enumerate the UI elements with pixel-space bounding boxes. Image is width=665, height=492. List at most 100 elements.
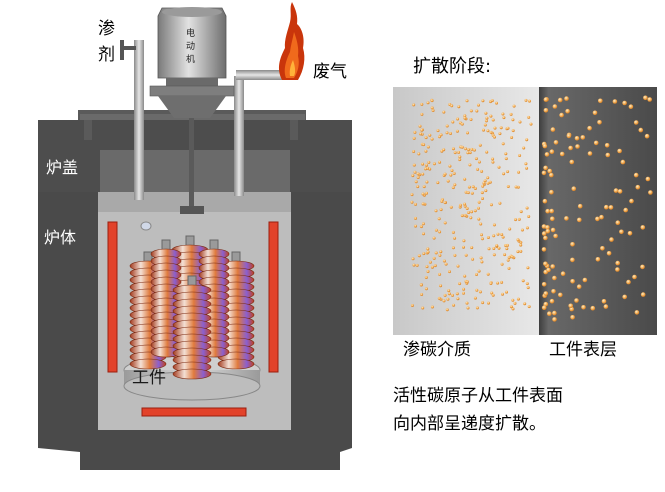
carbon-atom	[493, 126, 497, 130]
carbon-atom	[479, 256, 483, 260]
carbon-atom	[544, 152, 550, 157]
carbon-atom	[420, 293, 424, 296]
motor-shaft	[189, 118, 194, 208]
carbon-atom	[499, 126, 503, 130]
carbon-atom	[490, 99, 494, 103]
carbon-atom	[590, 305, 596, 311]
carbon-atom	[416, 172, 420, 176]
carbon-atom	[430, 265, 434, 269]
carbon-atom	[516, 297, 520, 301]
carbon-atom	[509, 112, 513, 116]
carbon-atom	[511, 129, 515, 133]
carbon-atom	[453, 253, 457, 257]
gear-stack	[172, 275, 212, 380]
carbon-atom	[443, 201, 447, 205]
carbon-atom	[451, 293, 454, 297]
carbon-atom	[412, 163, 416, 167]
carbon-atom	[626, 279, 631, 285]
carbon-atom	[633, 120, 639, 125]
carbon-atom	[418, 124, 422, 128]
carbon-atom	[543, 261, 548, 267]
carbon-atom	[501, 142, 505, 146]
carbon-atom	[643, 95, 648, 101]
carbon-atom	[478, 143, 482, 147]
carbon-atom	[551, 289, 556, 294]
carbon-atom	[543, 108, 549, 113]
carbon-atom	[522, 146, 526, 150]
carbon-atom	[434, 228, 438, 232]
carbon-atom	[514, 218, 517, 222]
carbon-atom	[451, 186, 455, 190]
carbon-atom	[465, 301, 469, 305]
carbon-atom	[525, 138, 529, 142]
carbon-atom	[569, 159, 575, 165]
carbon-atom	[447, 292, 451, 296]
exhaust-pipe	[234, 70, 288, 196]
carbon-atom	[463, 213, 467, 217]
carbon-atom	[640, 264, 645, 270]
medium-label: 渗碳介质	[403, 340, 471, 360]
lid-cavity	[100, 150, 290, 192]
carbon-atom	[483, 179, 487, 183]
carbon-atom	[465, 280, 469, 284]
carbon-atom	[432, 236, 436, 240]
carbon-atom	[463, 116, 467, 120]
carbon-atom	[574, 298, 579, 303]
carbon-atom	[422, 252, 426, 256]
carbon-atom	[445, 308, 449, 312]
carbon-atom	[466, 131, 469, 135]
carbon-atom	[495, 101, 498, 105]
carbon-atom	[525, 282, 529, 286]
carbon-atom	[480, 233, 483, 237]
carbon-atom	[463, 274, 467, 278]
carbon-atom	[518, 120, 522, 124]
carbon-atom	[424, 276, 428, 279]
carbon-atom	[421, 162, 425, 166]
carbon-atom	[452, 172, 456, 175]
carbon-atom	[416, 185, 420, 189]
carbon-atom	[519, 249, 523, 253]
carbon-atom	[500, 262, 504, 266]
carbon-atom	[552, 310, 557, 316]
carbon-atom	[451, 120, 455, 124]
carbon-atom	[517, 217, 521, 221]
carbon-atom	[473, 209, 477, 213]
carbon-atom	[480, 237, 484, 241]
carbon-atom	[519, 210, 523, 214]
carbon-atom	[460, 214, 464, 218]
carbon-atom	[550, 216, 555, 222]
carbon-atom	[552, 104, 558, 109]
carbon-atom	[647, 97, 652, 102]
carbon-atom	[413, 130, 417, 134]
carbon-atom	[424, 287, 428, 291]
carbon-atom	[463, 114, 467, 118]
carbon-atom	[438, 253, 442, 257]
surface-label: 工件表层	[549, 340, 617, 360]
carbon-atom	[473, 296, 477, 300]
carbon-atom	[482, 181, 486, 185]
carbon-atom	[467, 211, 471, 214]
carbon-atom	[603, 304, 609, 309]
carbon-atom	[466, 151, 470, 155]
carbon-atom	[442, 259, 446, 263]
carbon-atom	[449, 132, 452, 135]
carbon-atom	[503, 253, 507, 257]
carbon-atom	[452, 303, 456, 307]
carbon-atom	[507, 266, 511, 270]
carbon-atom	[568, 303, 573, 309]
carbon-atom	[424, 163, 428, 167]
carbon-atom	[450, 104, 454, 108]
carbon-atom	[430, 305, 434, 309]
carbon-atom	[487, 247, 491, 251]
carbon-atom	[420, 102, 424, 106]
carbon-atom	[449, 173, 453, 177]
gear-stack	[198, 239, 230, 358]
carbon-atom	[587, 151, 593, 156]
carbon-atom	[529, 122, 533, 126]
carbon-atom	[458, 155, 462, 159]
carbon-atom	[476, 167, 480, 171]
carbon-atom	[451, 230, 455, 234]
carbon-atom	[508, 227, 512, 231]
workpiece-label: 工件	[132, 368, 166, 388]
carbon-atom	[545, 228, 551, 234]
